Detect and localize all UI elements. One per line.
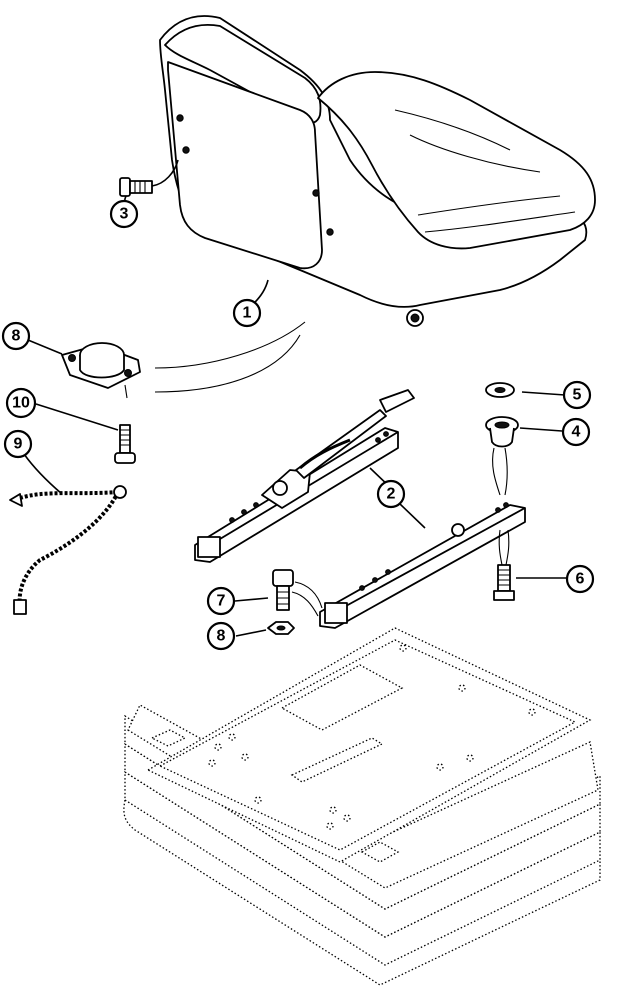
svg-text:8: 8 [217,628,226,645]
callout-1: 1 [232,298,262,328]
leader-5 [521,391,566,396]
rubber-grommet [485,416,519,448]
svg-text:1: 1 [243,305,252,322]
cap-screw [272,569,294,611]
leader-2b [399,503,426,529]
svg-text:5: 5 [573,387,582,404]
svg-text:8: 8 [12,328,21,345]
svg-text:6: 6 [576,571,585,588]
seat-switch [61,342,141,399]
callout-8-switch: 8 [1,321,31,351]
leader-9 [23,453,63,495]
callout-2: 2 [376,479,406,509]
callout-3: 3 [109,199,139,229]
callout-7: 7 [206,586,236,616]
callout-10: 10 [5,387,37,419]
leader-8b [235,629,267,637]
seat-bolt [119,177,153,197]
svg-text:9: 9 [14,436,23,453]
seat-suspension-base [123,627,601,986]
callout-5: 5 [562,380,592,410]
hex-nut [267,621,295,635]
leader-4 [519,427,563,432]
spacer-washer [485,382,515,398]
seat-slide-rails [194,389,526,629]
wiring-harness [9,485,127,615]
svg-text:2: 2 [387,486,396,503]
seat-cushion [159,15,596,327]
callout-9: 9 [3,429,33,459]
leader-3b [151,159,179,187]
leader-7 [234,597,269,602]
callout-6: 6 [565,564,595,594]
leader-8a [27,339,63,355]
callout-8-nut: 8 [206,621,236,651]
callout-4: 4 [561,417,591,447]
svg-text:10: 10 [12,395,30,412]
svg-text:3: 3 [120,206,129,223]
leader-10 [35,403,119,431]
svg-text:4: 4 [572,424,581,441]
rail-bolt [493,564,515,601]
svg-text:7: 7 [217,593,226,610]
switch-screw [114,424,136,464]
